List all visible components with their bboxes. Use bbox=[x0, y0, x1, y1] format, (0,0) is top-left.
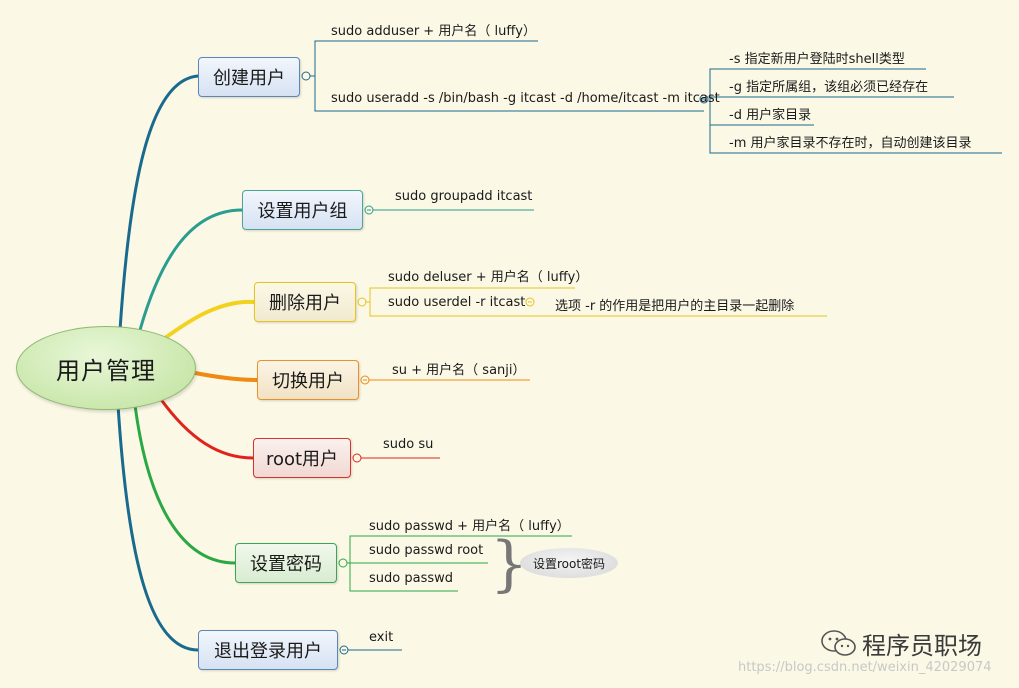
note-userdel-r[interactable]: 选项 -r 的作用是把用户的主目录一起删除 bbox=[555, 299, 795, 314]
fold-marker-create[interactable] bbox=[301, 71, 311, 81]
brand-watermark: 程序员职场 bbox=[820, 626, 982, 661]
callout-set-root-password[interactable]: 设置root密码 bbox=[520, 548, 618, 578]
brand-name: 程序员职场 bbox=[862, 632, 982, 660]
topic-switch-user[interactable]: 切换用户 bbox=[257, 360, 359, 400]
topic-create-user[interactable]: 创建用户 bbox=[198, 57, 300, 97]
leaf-deluser[interactable]: sudo deluser + 用户名（ luffy） bbox=[388, 270, 589, 285]
option-s[interactable]: -s 指定新用户登陆时shell类型 bbox=[729, 52, 905, 67]
wechat-icon bbox=[821, 629, 856, 656]
option-g[interactable]: -g 指定所属组，该组必须已经存在 bbox=[729, 80, 929, 95]
leaf-userdel[interactable]: sudo userdel -r itcast bbox=[388, 295, 526, 310]
leaf-su[interactable]: su + 用户名（ sanji） bbox=[392, 363, 526, 378]
leaf-passwd-user[interactable]: sudo passwd + 用户名（ luffy） bbox=[369, 519, 570, 534]
branch-curve-delete bbox=[163, 299, 256, 340]
leaf-line-useradd bbox=[314, 76, 704, 112]
leaf-sudo-su[interactable]: sudo su bbox=[383, 437, 434, 452]
leaf-line-opt-s bbox=[709, 68, 926, 99]
leaf-adduser[interactable]: sudo adduser + 用户名（ luffy） bbox=[331, 24, 536, 39]
leaf-passwd[interactable]: sudo passwd bbox=[369, 571, 453, 586]
fold-marker-root[interactable] bbox=[352, 453, 362, 463]
topic-root-user[interactable]: root用户 bbox=[253, 438, 351, 478]
option-d[interactable]: -d 用户家目录 bbox=[729, 108, 812, 123]
leaf-line-adduser bbox=[306, 40, 538, 77]
option-m[interactable]: -m 用户家目录不存在时，自动创建该目录 bbox=[729, 136, 972, 151]
branch-curve-root bbox=[158, 396, 255, 460]
leaf-groupadd[interactable]: sudo groupadd itcast bbox=[395, 189, 533, 204]
leaf-line-opt-m bbox=[709, 99, 1002, 154]
leaf-line-userdel bbox=[369, 302, 827, 317]
topic-set-password[interactable]: 设置密码 bbox=[235, 543, 337, 583]
branch-curve-group bbox=[138, 208, 244, 332]
leaf-useradd[interactable]: sudo useradd -s /bin/bash -g itcast -d /… bbox=[331, 91, 720, 106]
fold-marker-password[interactable] bbox=[338, 558, 348, 568]
topic-logout-user[interactable]: 退出登录用户 bbox=[198, 630, 338, 670]
topic-delete-user[interactable]: 删除用户 bbox=[254, 282, 356, 322]
topic-set-group[interactable]: 设置用户组 bbox=[242, 190, 363, 230]
leaf-passwd-root[interactable]: sudo passwd root bbox=[369, 543, 484, 558]
branch-curve-password bbox=[133, 403, 237, 565]
fold-marker-delete[interactable] bbox=[357, 297, 367, 307]
watermark-url: https://blog.csdn.net/weixin_42029074 bbox=[738, 660, 992, 675]
branch-curve-switch bbox=[188, 370, 259, 382]
branch-curve-create bbox=[118, 74, 200, 332]
leaf-exit[interactable]: exit bbox=[369, 630, 394, 645]
branch-curve-logout bbox=[116, 403, 200, 652]
leaf-line-passwd bbox=[349, 563, 458, 592]
central-topic[interactable]: 用户管理 bbox=[16, 326, 196, 410]
